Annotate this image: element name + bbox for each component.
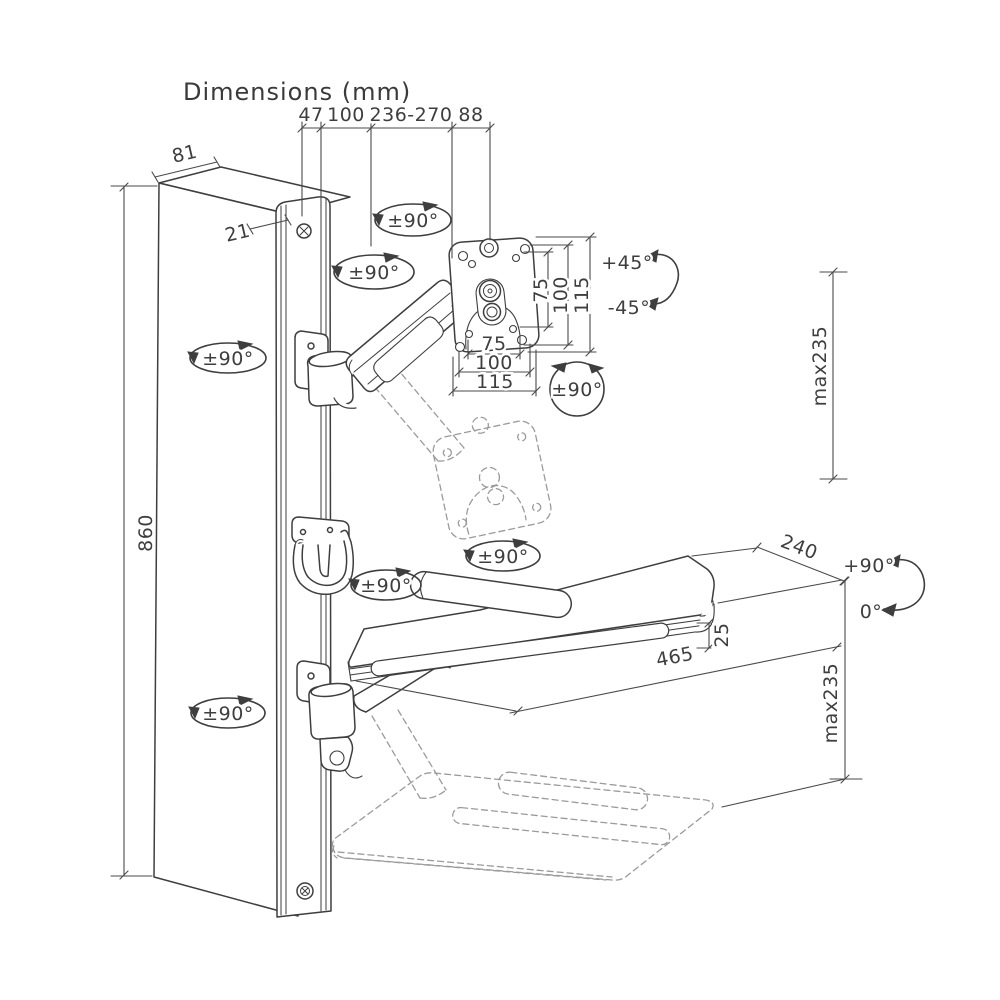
cable-hook: [291, 516, 355, 596]
quick-release-knobs: [475, 278, 507, 326]
swivel-arrow-arm-top: [372, 201, 452, 237]
dim-label-100-top: 100: [327, 104, 365, 126]
dim-label-47: 47: [298, 104, 323, 126]
dim-label-vesa-bottom-100: 100: [475, 352, 513, 374]
label-tilt-down: -45°: [608, 297, 651, 319]
dim-rail-offset: [246, 214, 292, 235]
dim-panel-height: [110, 182, 158, 880]
dim-top-chain: [297, 121, 495, 259]
dim-label-240: 240: [778, 530, 821, 564]
swivel-arrow-ghost-plate: [463, 538, 541, 572]
dim-label-vesa-side-115: 115: [571, 276, 593, 314]
label-swivel-rail-lower: ±90°: [202, 703, 254, 725]
dim-tray-travel: [721, 576, 863, 808]
dim-panel-depth: [151, 156, 221, 183]
lower-arm-bracket: [296, 660, 363, 779]
label-tray-tilt-down: 0°: [860, 601, 883, 623]
dim-tray-thickness: [696, 618, 714, 653]
dim-label-monitor-travel: max235: [809, 326, 831, 407]
dim-tray-depth: [691, 542, 849, 604]
dim-label-vesa-bottom-75: 75: [481, 333, 506, 355]
dim-monitor-travel: [819, 267, 848, 484]
dim-label-25: 25: [711, 622, 733, 647]
label-swivel-arm-top: ±90°: [387, 210, 439, 232]
page-title: Dimensions (mm): [183, 78, 411, 106]
dim-label-236-270: 236-270: [370, 104, 453, 126]
rail-screw-bottom: [296, 882, 314, 900]
wrist-pad: [370, 622, 670, 677]
swivel-arrow-rail-lower: [188, 695, 266, 729]
ghost-vesa-plate: [432, 416, 552, 540]
label-swivel-ghost-plate: ±90°: [477, 546, 529, 568]
keyboard-tray: [347, 555, 715, 682]
dim-label-tray-travel: max235: [820, 663, 842, 744]
label-tray-tilt-up: +90°: [843, 555, 895, 577]
label-tilt-up: +45°: [601, 252, 653, 274]
ghost-keyboard-tray: [331, 771, 714, 881]
label-swivel-rail-upper: ±90°: [202, 348, 254, 370]
monitor-tilt-arrow: [642, 249, 680, 311]
dim-label-81: 81: [170, 141, 199, 168]
ghost-tray-arm: [371, 709, 447, 799]
dim-label-vesa-side-100: 100: [550, 276, 572, 314]
dim-label-465: 465: [654, 643, 695, 672]
rail-screw-top: [296, 223, 312, 239]
label-swivel-arm-elbow: ±90°: [348, 262, 400, 284]
swivel-arrow-rail-upper: [187, 340, 267, 374]
dim-label-860: 860: [135, 514, 157, 552]
dim-vesa-bottom: [448, 334, 541, 397]
tray-tilt-arrow: [880, 554, 926, 617]
swivel-arrow-vesa-rotation: [549, 361, 605, 417]
dim-vesa-side: [519, 232, 597, 357]
label-swivel-tray: ±90°: [360, 575, 412, 597]
tray-tilt-cylinder: [409, 570, 573, 619]
label-swivel-vesa: ±90°: [551, 379, 603, 401]
swivel-arrow-tray: [348, 567, 422, 601]
dim-label-vesa-bottom-115: 115: [476, 371, 514, 393]
dim-tray-width: [355, 642, 842, 716]
dim-label-vesa-side-75: 75: [530, 277, 552, 302]
swivel-arrow-arm-elbow: [331, 252, 415, 290]
upper-arm-bracket: [294, 330, 357, 409]
dim-label-88: 88: [458, 104, 483, 126]
